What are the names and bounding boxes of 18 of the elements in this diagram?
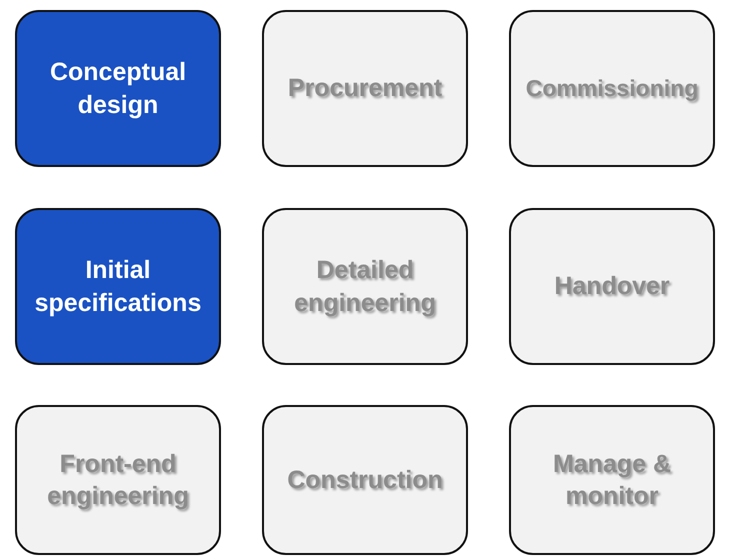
box-label: Commissioning	[526, 74, 698, 103]
box-label: Manage & monitor	[552, 448, 672, 512]
process-box	[15, 10, 221, 167]
box-label: Procurement	[288, 73, 442, 104]
process-box	[15, 405, 221, 555]
process-box	[262, 208, 468, 365]
process-box	[15, 208, 221, 365]
box-label: Initial specifications	[34, 255, 202, 318]
box-label: Construction	[287, 464, 443, 496]
box-label: Handover	[554, 271, 670, 302]
box-label: Conceptual design	[48, 57, 188, 120]
process-box	[509, 10, 715, 167]
box-label: Detailed engineering	[293, 255, 437, 318]
process-box	[509, 208, 715, 365]
box-label: Front-end engineering	[46, 448, 190, 512]
process-box	[262, 405, 468, 555]
process-box	[262, 10, 468, 167]
process-box	[509, 405, 715, 555]
